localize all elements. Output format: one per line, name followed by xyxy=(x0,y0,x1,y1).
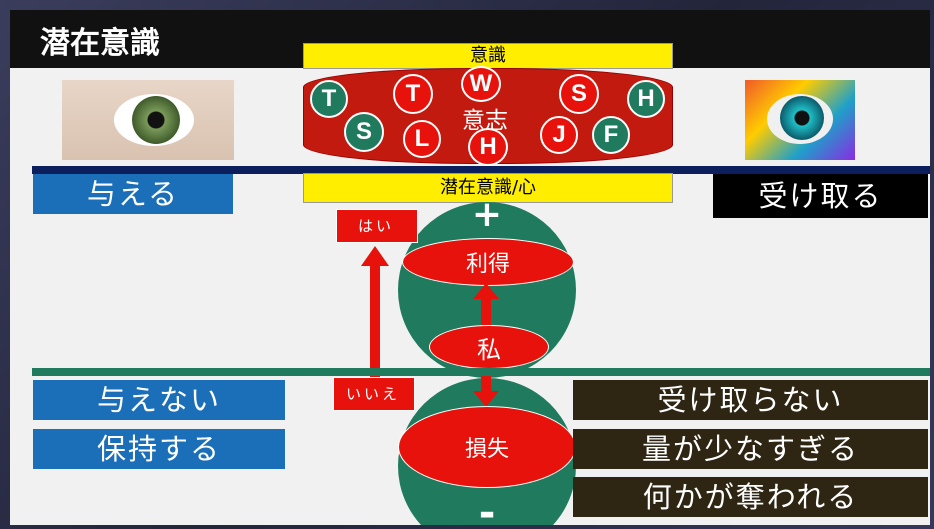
self-to-loss-arrow xyxy=(473,365,499,407)
loss-ellipse: 損失 xyxy=(398,406,576,488)
letter-circle-h2: H xyxy=(468,128,508,166)
letter-circle-s2: S xyxy=(344,112,384,152)
no-label: いいえ xyxy=(345,385,400,403)
not-give-button[interactable]: 与えない xyxy=(33,380,285,420)
yes-label: はい xyxy=(357,217,394,235)
no-label-box xyxy=(333,377,415,411)
letter-circle-l: L xyxy=(403,120,441,158)
gain-ellipse: 利得 xyxy=(402,238,574,286)
letter-circle-w: W xyxy=(461,66,501,102)
too-little-button[interactable]: 量が少なすぎる xyxy=(573,429,928,469)
letter-circle-s1: S xyxy=(559,74,599,114)
receive-button-label: 受け取る xyxy=(758,179,883,213)
letter-circle-t2: T xyxy=(393,74,433,114)
letter-circle-j: J xyxy=(540,116,578,154)
eye-left-image xyxy=(62,80,234,160)
no-to-yes-arrow xyxy=(361,246,389,379)
minus-sign: - xyxy=(478,490,496,525)
letter-circle-t1: T xyxy=(310,80,348,118)
letter-circle-h1: H xyxy=(627,80,665,118)
plus-sign: + xyxy=(471,194,503,235)
eye-right-image xyxy=(745,80,855,160)
subconscious-divider xyxy=(32,368,930,376)
self-to-gain-arrow xyxy=(473,283,499,325)
conscious-label: 意識 xyxy=(303,43,673,69)
taken-away-button[interactable]: 何かが奪われる xyxy=(573,477,928,517)
self-ellipse: 私 xyxy=(429,325,549,369)
yes-label-box xyxy=(336,209,418,243)
slide-title: 潜在意識 xyxy=(40,26,160,61)
letter-circle-f: F xyxy=(592,116,630,154)
not-receive-button[interactable]: 受け取らない xyxy=(573,380,928,420)
conscious-divider xyxy=(32,166,930,174)
hold-button[interactable]: 保持する xyxy=(33,429,285,469)
receive-button[interactable] xyxy=(713,174,928,218)
slide: 潜在意識 意識 意志 T T W S H S L H J F 潜在意識/心 与 xyxy=(10,10,930,525)
give-button[interactable]: 与える xyxy=(33,174,233,214)
